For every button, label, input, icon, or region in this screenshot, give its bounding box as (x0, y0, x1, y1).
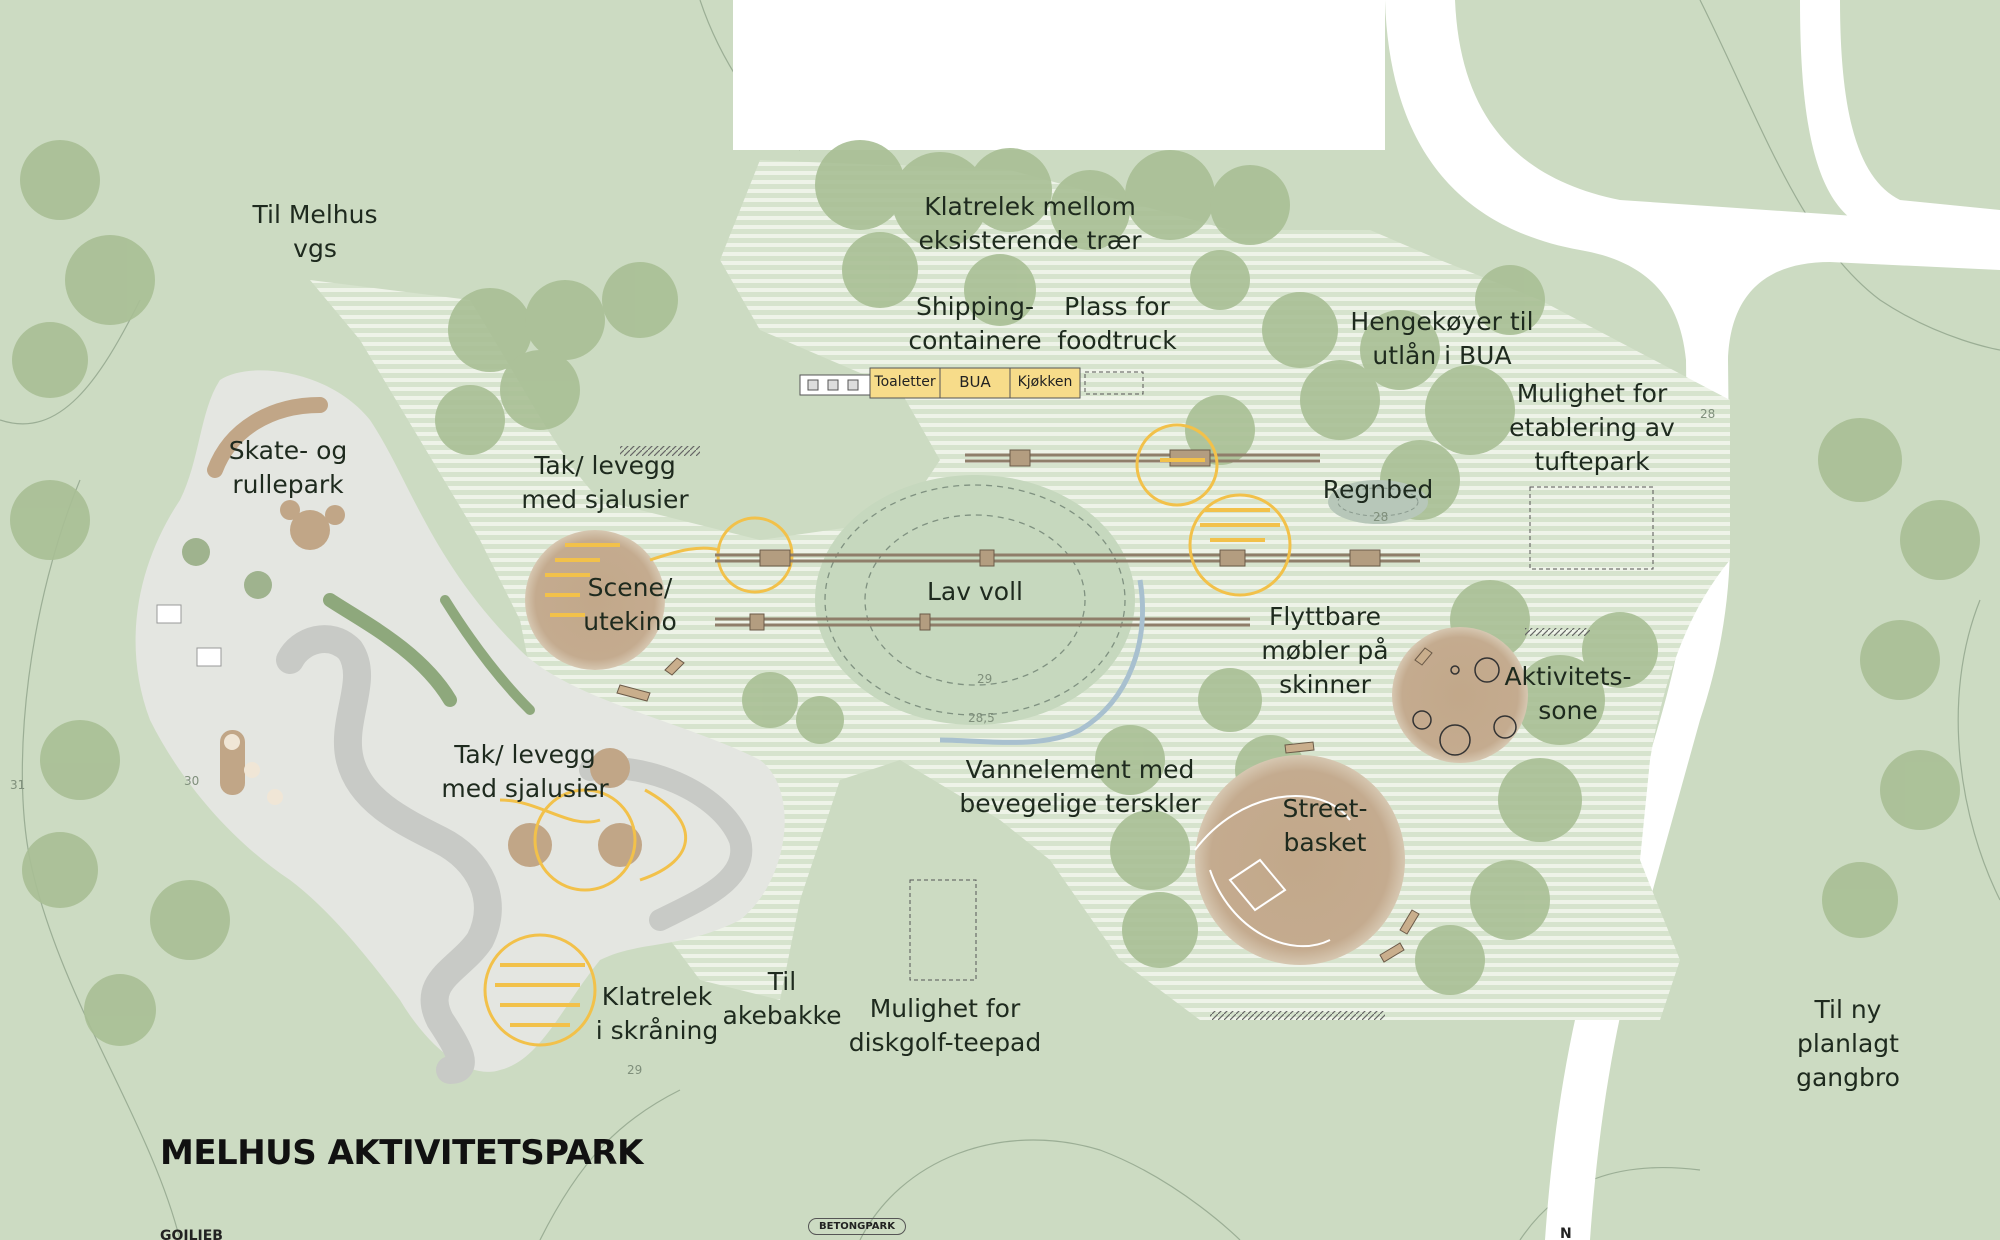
label-skate-rullepark: Skate- og rullepark (228, 436, 348, 499)
contour-28-regnbed: 28 (1373, 510, 1389, 524)
roads (733, 0, 2000, 1240)
water-element (939, 579, 1145, 745)
building-bua: BUA (959, 373, 991, 391)
label-tuftepark: Mulighet for etablering av tuftepark (1509, 379, 1675, 476)
label-foodtruck: Plass for foodtruck (1057, 292, 1177, 355)
skatepark (135, 370, 785, 1084)
label-streetbasket: Street- basket (1282, 794, 1368, 857)
betongpark-logo: BETONGPARK (808, 1218, 906, 1235)
hatched-benches (620, 446, 1590, 1020)
north-arrow: N (1560, 1226, 1572, 1240)
label-klatrelek-skraning: Klatrelek i skråning (595, 982, 719, 1045)
contour-29-mound: 29 (977, 672, 993, 686)
building-toaletter: Toaletter (874, 374, 936, 390)
building-kjokken: Kjøkken (1017, 374, 1073, 390)
contour-30: 30 (184, 774, 200, 788)
contour-28-5: 28,5 (968, 711, 995, 725)
contour-29-west: 29 (627, 1063, 643, 1077)
map-title: MELHUS AKTIVITETSPARK (160, 1133, 643, 1173)
label-diskgolf: Mulighet for diskgolf-teepad (848, 994, 1042, 1057)
buildings (799, 367, 1144, 399)
label-til-gangbro: Til ny planlagt gangbro (1796, 995, 1900, 1092)
label-scene-utekino: Scene/ utekino (583, 573, 677, 636)
label-regnbed: Regnbed (1322, 475, 1434, 504)
diskgolf-zone (909, 879, 977, 981)
label-til-melhus-vgs: Til Melhus vgs (252, 200, 378, 263)
streetbasket-court (1195, 755, 1405, 965)
contour-31: 31 (10, 778, 26, 792)
label-lav-voll: Lav voll (927, 577, 1023, 606)
contour-28-east: 28 (1700, 407, 1716, 421)
label-aktivitetssone: Aktivitets- sone (1504, 662, 1632, 725)
rail-furniture (749, 449, 1381, 631)
footer-credit: GOJLIEB (160, 1228, 223, 1240)
label-vannelement: Vannelement med bevegelige terskler (959, 755, 1201, 818)
parking-lot (733, 0, 1385, 150)
rain-garden (1328, 480, 1428, 524)
label-shipping-containere: Shipping- containere (908, 292, 1042, 355)
label-til-akebakke: Til akebakke (722, 967, 842, 1030)
tuftepark-zone (1529, 486, 1654, 570)
stage-louvres (545, 543, 620, 617)
label-tak-levegg-2: Tak/ levegg med sjalusier (441, 740, 609, 803)
stage-circle (525, 530, 665, 670)
label-klatrelek-traer: Klatrelek mellom eksisterende trær (918, 192, 1142, 255)
label-hengekoyer: Hengekøyer til utlån i BUA (1350, 307, 1534, 370)
label-flyttbare-mobler: Flyttbare møbler på skinner (1261, 602, 1389, 699)
label-tak-levegg-1: Tak/ levegg med sjalusier (521, 451, 689, 514)
low-mound (815, 475, 1135, 725)
